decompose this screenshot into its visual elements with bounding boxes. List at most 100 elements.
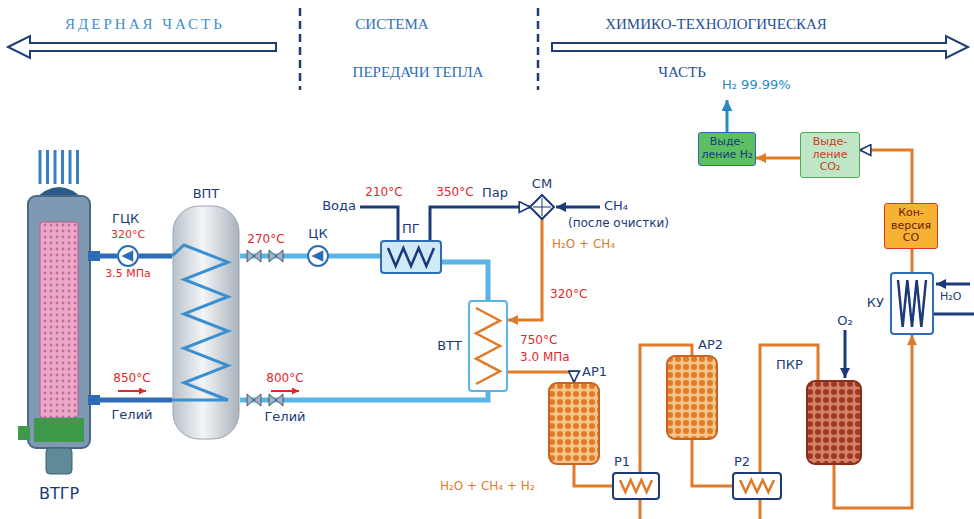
control-rod — [76, 150, 79, 184]
flow-label: Гелий — [264, 410, 305, 425]
pump-symbol — [308, 246, 328, 266]
section-arrows — [552, 36, 968, 58]
box-text: Выде- ление H₂ — [701, 136, 753, 161]
vessel-body — [173, 206, 239, 439]
flow-direction-arrows — [118, 390, 146, 392]
reactor-bed — [548, 382, 600, 465]
process-box: Кон- версия CO — [884, 203, 938, 249]
feed-lines — [360, 207, 398, 240]
flow-label: CH₄ — [604, 199, 628, 214]
coil-symbol — [620, 480, 652, 492]
side-nozzle — [18, 426, 30, 440]
reactor-bed — [666, 355, 718, 440]
flow-label: H₂O + CH₄ — [552, 238, 615, 252]
flow-line — [508, 372, 574, 382]
flow-direction-arrows — [271, 390, 299, 392]
circulator-pump — [307, 245, 329, 267]
pump-symbol — [118, 246, 138, 266]
box-outline — [469, 301, 507, 391]
part-label: ГЦК — [112, 212, 139, 227]
flow-label: 800°С — [266, 372, 303, 386]
flow-line — [329, 254, 380, 259]
flow-line — [100, 398, 172, 403]
circulator-pump: ЦК — [307, 245, 329, 267]
feed-lines — [934, 313, 974, 316]
recuperator: Р2 — [732, 472, 782, 500]
flow-label: 320°С — [111, 229, 145, 242]
part-label: ПГ — [402, 222, 420, 237]
catalyst-bed — [667, 356, 717, 439]
heat-exchanger: ВТТ — [468, 300, 508, 392]
valve-symbols — [269, 250, 283, 262]
section-heading: ЧАСТЬ — [658, 64, 706, 81]
section-dividers — [537, 8, 540, 90]
part-label: КУ — [867, 296, 884, 311]
coil-symbol — [172, 245, 228, 400]
flow-label: 350°С — [436, 186, 473, 200]
feed-lines — [639, 500, 642, 519]
reactor-bed — [806, 380, 862, 465]
flow-line — [692, 440, 732, 486]
section-dividers — [300, 8, 538, 90]
flow-line — [139, 254, 172, 259]
process-box: Выде- ление CO₂ — [800, 132, 860, 178]
reactor-vessel — [18, 150, 100, 480]
waste-heat-boiler — [890, 272, 934, 335]
flow-label: H₂ 99.99% — [722, 78, 791, 93]
bottom-nozzle — [46, 448, 72, 474]
flow-line — [442, 262, 488, 300]
flow-line — [100, 254, 117, 259]
pump-symbol — [311, 250, 323, 261]
flow-label: 750°С — [520, 334, 557, 348]
mixer-symbol — [530, 195, 554, 219]
section-dividers — [299, 8, 302, 90]
coil-symbol — [388, 248, 434, 266]
mixer-symbol — [533, 198, 551, 216]
part-label: ЦК — [308, 227, 327, 242]
outlet-nozzle — [88, 251, 100, 261]
flow-line — [430, 207, 530, 240]
box-outline — [613, 473, 659, 499]
flow-label: Вода — [322, 199, 356, 214]
steam-generator — [380, 240, 442, 274]
flow-label: 270°С — [247, 233, 284, 247]
part-label: АР1 — [582, 365, 607, 380]
circulator-pump — [117, 245, 139, 267]
part-label: ПКР — [776, 358, 803, 373]
heat-exchanger — [172, 205, 240, 440]
recuperator — [732, 472, 782, 500]
box-outline — [381, 241, 441, 273]
catalyst-bed — [807, 381, 861, 464]
flow-label: 210°С — [365, 186, 402, 200]
part-label: АР2 — [698, 338, 723, 353]
mixer-symbol: СМ — [530, 195, 554, 219]
coil-symbol — [740, 480, 774, 492]
steam-generator: ПГ — [380, 240, 442, 274]
heat-exchanger — [468, 300, 508, 392]
flow-label: O₂ — [837, 314, 852, 329]
section-heading: ЯДЕРНАЯ ЧАСТЬ — [65, 16, 225, 33]
feed-lines — [360, 100, 974, 519]
control-rod — [61, 150, 64, 184]
valve-symbols — [269, 394, 283, 406]
reactor-bed: АР1 — [548, 382, 600, 465]
section-heading: ПЕРЕДАЧИ ТЕПЛА — [353, 64, 484, 81]
feed-lines — [936, 283, 970, 286]
part-label: ВПТ — [193, 187, 220, 202]
circulator-pump: ГЦК — [117, 245, 139, 267]
box-outline — [733, 473, 781, 499]
box-text: Выде- ление CO₂ — [803, 136, 857, 174]
control-rod — [69, 150, 72, 184]
flow-line — [508, 219, 542, 320]
valve-symbols — [247, 394, 261, 406]
flow-line — [860, 150, 912, 203]
reactor-bed: АР2 — [666, 355, 718, 440]
flow-label: Гелий — [111, 408, 152, 423]
flow-label: 850°С — [113, 372, 150, 386]
section-heading: ХИМИКО-ТЕХНОЛОГИЧЕСКАЯ — [605, 16, 827, 33]
feed-lines — [844, 330, 847, 378]
valve-symbols — [247, 250, 261, 262]
flow-label: 320°С — [550, 288, 587, 302]
control-rod — [39, 150, 42, 184]
